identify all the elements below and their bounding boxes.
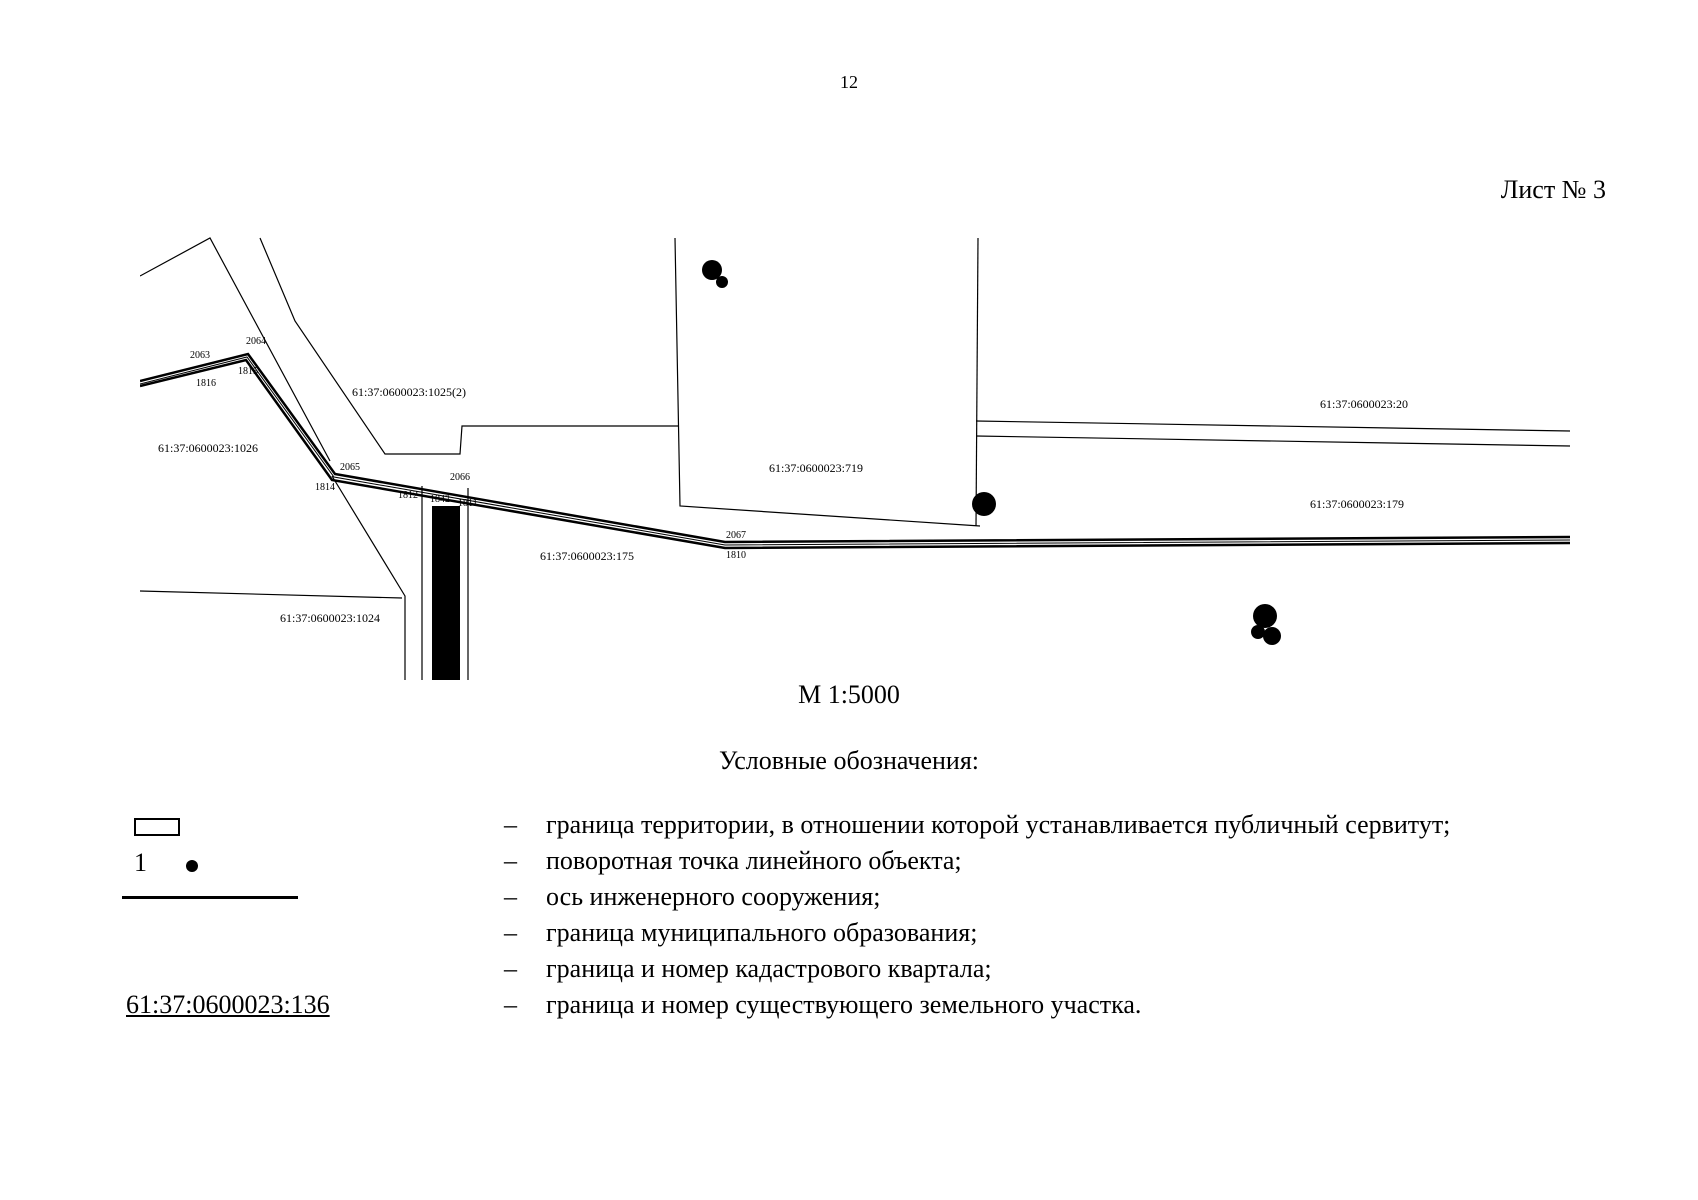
legend-text: граница и номер кадастрового квартала;: [546, 954, 992, 983]
parcel-boundary: [975, 420, 1570, 432]
parcel-label: 61:37:0600023:175: [540, 549, 634, 563]
point-number-symbol: 1: [134, 848, 147, 877]
cadastral-map: 61:37:0600023:1025(2) 61:37:0600023:20 6…: [140, 236, 1570, 680]
scan-blot: [716, 276, 728, 288]
legend-symbol: 61:37:0600023:136: [120, 988, 420, 1024]
legend-text: граница муниципального образования;: [546, 918, 978, 947]
legend-row: 1 – поворотная точка линейного объекта;: [0, 844, 1698, 880]
legend-dash: –: [504, 810, 517, 839]
parcel-number-symbol: 61:37:0600023:136: [126, 990, 330, 1019]
legend-text: граница территории, в отношении которой …: [546, 810, 1451, 839]
parcel-label: 61:37:0600023:719: [769, 461, 863, 475]
legend-symbol: [120, 808, 420, 844]
legend-dash: –: [504, 954, 517, 983]
dark-vertical-strip: [432, 506, 460, 680]
page-number: 12: [840, 72, 858, 92]
legend-symbol: [120, 880, 420, 916]
legend-text: поворотная точка линейного объекта;: [546, 846, 962, 875]
point-label: 2063: [190, 350, 210, 361]
parcel-boundary: [331, 475, 406, 680]
point-label: 1814: [315, 482, 335, 493]
parcel-label: 61:37:0600023:20: [1320, 397, 1408, 411]
legend-symbol: 1: [120, 844, 420, 880]
parcel-label: 61:37:0600023:1025(2): [352, 385, 466, 399]
parcel-label: 61:37:0600023:1026: [158, 441, 258, 455]
point-label: 2067: [726, 530, 746, 541]
legend-dash: –: [504, 990, 517, 1019]
legend-row: – граница муниципального образования;: [0, 916, 1698, 952]
scan-blot: [1263, 627, 1281, 645]
parcel-boundary: [140, 590, 403, 599]
servitude-boundary-symbol: [134, 818, 180, 836]
parcel-boundary: [259, 237, 678, 455]
point-label: 1810: [726, 550, 746, 561]
scan-blot: [972, 492, 996, 516]
scan-blot: [1251, 625, 1265, 639]
scan-blot: [702, 260, 722, 280]
legend-text: граница и номер существующего земельного…: [546, 990, 1142, 1019]
point-label: 1815: [238, 366, 258, 377]
legend-row: 61:37:0600023:136 – граница и номер суще…: [0, 988, 1698, 1024]
legend-row: – граница территории, в отношении которо…: [0, 808, 1698, 844]
parcel-label: 61:37:0600023:1024: [280, 611, 380, 625]
point-label: 1812: [398, 490, 418, 501]
sheet-label: Лист № 3: [1500, 175, 1606, 204]
servitude-boundary-line: [140, 352, 1570, 544]
point-label: 2065: [340, 462, 360, 473]
parcel-label: 61:37:0600023:179: [1310, 497, 1404, 511]
map-scale: М 1:5000: [798, 680, 900, 709]
parcel-boundary: [975, 435, 1570, 447]
servitude-boundary-line: [140, 358, 1570, 550]
legend-row: – граница и номер кадастрового квартала;: [0, 952, 1698, 988]
engineering-axis-line: [140, 356, 1570, 546]
parcel-boundary: [140, 237, 331, 462]
legend-dash: –: [504, 882, 517, 911]
parcel-boundary: [975, 237, 979, 527]
legend-row: – ось инженерного сооружения;: [0, 880, 1698, 916]
parcel-boundary: [674, 237, 981, 527]
legend-title: Условные обозначения:: [718, 746, 980, 775]
cadastral-map-svg: 61:37:0600023:1025(2) 61:37:0600023:20 6…: [140, 237, 1570, 680]
legend-text: ось инженерного сооружения;: [546, 882, 881, 911]
point-label: 1842: [430, 494, 450, 505]
point-label: 2064: [246, 336, 266, 347]
legend-dash: –: [504, 846, 517, 875]
point-label: 2066: [450, 472, 470, 483]
scan-blot: [1253, 604, 1277, 628]
point-dot-icon: [186, 860, 198, 872]
legend-dash: –: [504, 918, 517, 947]
point-label: 1811: [458, 498, 478, 509]
engineering-axis-symbol: [122, 896, 298, 899]
point-label: 1816: [196, 378, 216, 389]
